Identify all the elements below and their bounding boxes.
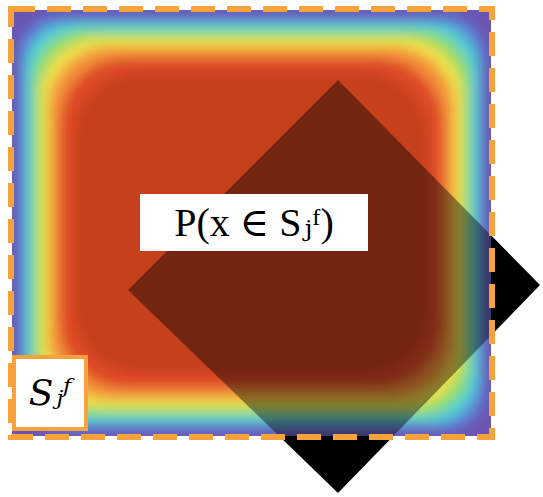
region-label: Sⱼᶠ [12,355,88,431]
probability-label-box: P(x ∈ Sⱼᶠ) [140,184,368,261]
region-node: Sⱼᶠ P(x ∈ Sⱼᶠ) [10,8,493,438]
probability-label: P(x ∈ Sⱼᶠ) [140,194,368,251]
diamond-overlay [128,80,491,436]
region-outline [11,9,492,437]
heatmap [12,10,491,436]
